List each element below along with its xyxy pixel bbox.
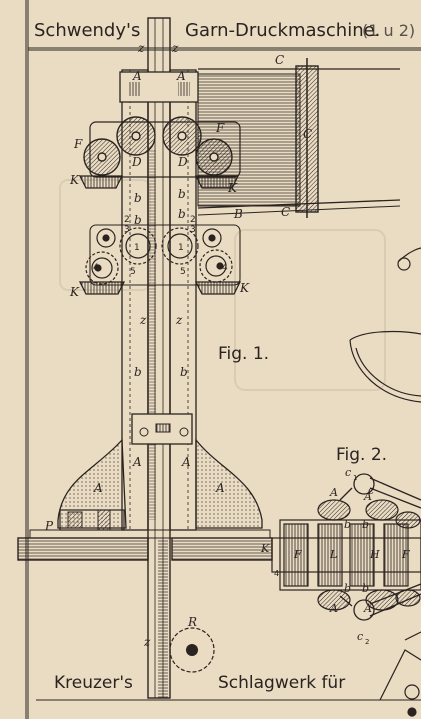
lower-roller-housing <box>89 224 241 286</box>
label-b-fig2-left: b <box>344 518 351 531</box>
label-5-right: 5 <box>180 267 186 277</box>
label-c1: c <box>345 466 351 479</box>
fig2-label: Fig. 2. <box>336 445 387 465</box>
label-c-hank: C <box>303 127 312 141</box>
title-right: Garn-Druckmaschine. <box>185 20 380 41</box>
upper-rollers <box>83 116 233 176</box>
figure-1: Fig. 1. z z A A C C C F F D D K K b b b … <box>17 17 401 700</box>
label-k-lower-left: K <box>69 285 80 299</box>
label-k-lower-right: K <box>239 281 250 295</box>
label-h-fig2: H <box>369 548 380 561</box>
base-stand <box>57 438 263 529</box>
label-b-rod: B <box>233 207 243 221</box>
label-f-fig2-right: F <box>401 548 410 561</box>
label-b-upper-left: b <box>134 191 142 205</box>
label-d-left: D <box>131 155 142 169</box>
label-b-mid-left: b <box>134 213 142 227</box>
label-c2: c <box>357 630 363 643</box>
top-bearing <box>119 71 199 103</box>
footer-left: Kreuzer's <box>54 673 133 693</box>
title-suffix: (1 u 2) <box>362 21 415 40</box>
label-f-right: F <box>215 121 225 135</box>
label-z-mid-left: z <box>139 313 147 327</box>
fig1-label: Fig. 1. <box>218 344 269 364</box>
label-c-link: c <box>368 484 374 497</box>
label-1-right: 1 <box>178 243 184 253</box>
label-k-upper-left: K <box>69 173 80 187</box>
label-k-upper-right: K <box>227 181 238 195</box>
label-4-left: 4 <box>93 263 99 273</box>
label-1-left: 1 <box>134 243 140 253</box>
label-k-fig2: K <box>260 542 270 555</box>
title-left: Schwendy's <box>34 20 140 41</box>
label-p: P <box>44 519 54 533</box>
figure-2: Fig. 2. <box>260 247 421 717</box>
label-b-fig2-low-right: b <box>362 582 369 595</box>
label-2-left: 2 <box>124 215 130 225</box>
label-a-fig2-bottom-right: A <box>363 602 372 615</box>
label-b-mid-right: b <box>178 207 186 221</box>
fig1-letters: z z A A C C C F F D D K K b b b b B 2 3 … <box>44 41 312 649</box>
lower-troughs <box>78 281 242 295</box>
upper-troughs <box>78 175 240 189</box>
label-z-mid-right: z <box>175 313 183 327</box>
label-b-lower-left: b <box>134 365 142 379</box>
label-4-fig2: 4 <box>274 569 279 578</box>
label-c1-sub: 1 <box>353 474 357 482</box>
lower-rollers <box>85 227 233 285</box>
label-d-right: D <box>177 155 188 169</box>
label-a-shaft-left: A <box>132 455 142 469</box>
label-l-fig2: L <box>329 548 337 561</box>
label-3-left: 3 <box>124 225 130 235</box>
label-z-bottom: z <box>143 635 151 649</box>
label-a-fig2-bottom: A <box>329 602 338 615</box>
label-f-fig2-left: F <box>293 548 302 561</box>
label-a-top-right: A <box>176 69 186 83</box>
label-c-top: C <box>275 53 284 67</box>
label-b-fig2-right: b <box>362 518 369 531</box>
base-plate <box>17 529 273 561</box>
label-3-right: 3 <box>190 225 196 235</box>
yarn-hank <box>197 58 319 218</box>
label-5-left: 5 <box>130 267 136 277</box>
plate-border <box>25 0 421 719</box>
pulley-r <box>169 627 215 673</box>
label-4-right: 4 <box>222 263 228 273</box>
label-a-fig2-top-right: A <box>363 490 372 503</box>
label-c2-sub: 2 <box>365 638 369 646</box>
label-z-top: z <box>137 41 145 55</box>
label-a-top-left: A <box>132 69 142 83</box>
label-f-left: F <box>73 137 83 151</box>
label-a-stand-left: A <box>93 481 103 495</box>
label-a-stand-right: A <box>215 481 225 495</box>
footer-right: Schlagwerk für <box>218 673 345 693</box>
label-b-upper-right: b <box>178 187 186 201</box>
label-2-right: 2 <box>190 215 196 225</box>
label-a-shaft-right: A <box>181 455 191 469</box>
label-r: R <box>187 615 197 629</box>
label-b-lower-right: b <box>180 365 188 379</box>
crosshead <box>131 413 193 445</box>
label-b-fig2-low-left: b <box>344 582 351 595</box>
label-z-top-right: z <box>171 41 179 55</box>
label-c-bottom: C <box>281 205 290 219</box>
label-a-fig2-top: A <box>329 486 338 499</box>
